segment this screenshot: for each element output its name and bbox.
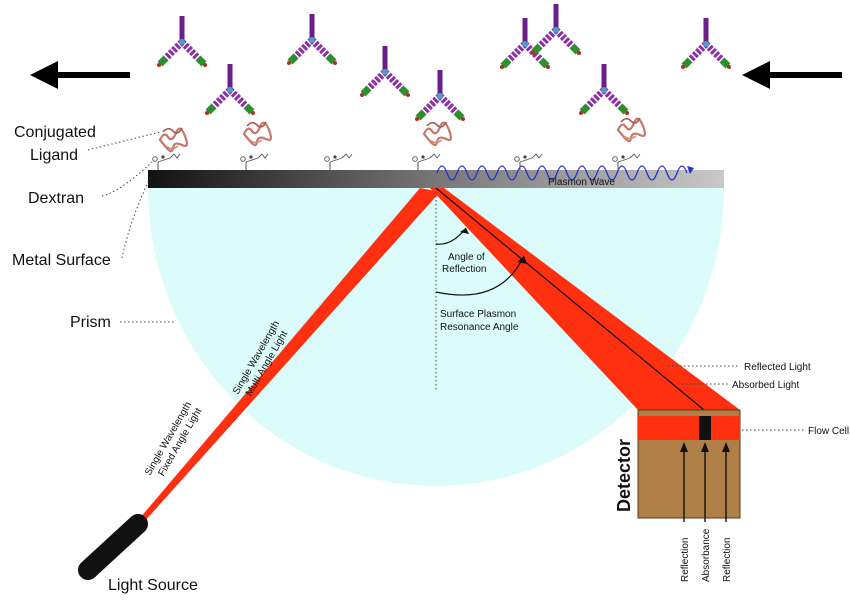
absorbed-light-label: Absorbed Light: [732, 380, 799, 391]
absorbed-light-line: [435, 187, 705, 411]
antibody-icon: [205, 64, 255, 115]
leader-line: [121, 177, 151, 259]
conjugated-ligand-label: Conjugated: [14, 124, 96, 141]
plasmon-wave-arrowhead: [687, 166, 694, 174]
antibody-icon: [681, 18, 731, 69]
flow-cell-label: Flow Cell: [808, 426, 849, 437]
left-arrow-icon: [742, 61, 842, 89]
incident-beam: [134, 188, 440, 525]
svg-text:Reflection: Reflection: [680, 538, 691, 582]
detector-arrows: [680, 442, 730, 522]
ligand-icon: [422, 120, 453, 147]
surface-molecules: [152, 116, 647, 171]
light-source-icon: [78, 514, 148, 580]
antibody-icon: [360, 46, 410, 97]
absorbance-band: [699, 416, 711, 440]
fixed-angle-label: Single Wavelength Fixed Angle Light: [143, 400, 204, 478]
leader-line: [87, 131, 161, 151]
arc-arrowhead: [517, 256, 527, 264]
antibody-icon: [531, 4, 581, 55]
dextran-label: Dextran: [28, 190, 84, 207]
metal-surface-label: Metal Surface: [12, 252, 111, 269]
leader-line: [101, 161, 153, 197]
spr-angle-label-2: Resonance Angle: [440, 322, 519, 333]
dextran-icon: [612, 153, 641, 171]
svg-text:Absorbance: Absorbance: [701, 528, 712, 582]
ligand-icon: [242, 120, 273, 147]
flow-cell: [638, 416, 740, 440]
conjugated-ligand-label-2: Ligand: [30, 147, 78, 164]
antibody-icon: [579, 64, 629, 115]
plasmon-wave: [436, 165, 688, 181]
reflection-label-left: Reflection: [680, 538, 691, 582]
absorbance-label: Absorbance: [701, 528, 712, 582]
antibody-icon: [157, 16, 207, 67]
spr-angle-arc: [435, 255, 525, 296]
ligand-icon: [616, 116, 647, 143]
left-arrow-icon: [30, 61, 130, 89]
spr-angle-label: Surface Plasmon: [440, 309, 516, 320]
reflected-light-label: Reflected Light: [744, 362, 811, 373]
dextran-icon: [324, 153, 353, 171]
svg-text:Reflection: Reflection: [722, 538, 733, 582]
dextran-icon: [412, 153, 441, 171]
dextran-icon: [152, 153, 181, 171]
angle-of-reflection-label: Angle of: [448, 252, 485, 263]
antibody-icon: [415, 70, 465, 121]
ligand-icon: [158, 126, 189, 153]
antibody-icon: [287, 14, 337, 65]
reflection-label-right: Reflection: [722, 538, 733, 582]
light-source-label: Light Source: [108, 577, 198, 594]
angle-of-reflection-label-2: Reflection: [442, 264, 486, 275]
reflected-beam: [430, 188, 740, 410]
antibodies: [157, 4, 731, 121]
dextran-icon: [514, 153, 543, 171]
arc-arrowhead: [460, 228, 469, 234]
metal-surface: [148, 170, 724, 188]
plasmon-wave-label: Plasmon Wave: [548, 177, 615, 188]
detector-label: Detector: [614, 439, 634, 512]
svg-text:Detector: Detector: [614, 439, 634, 512]
dextran-icon: [240, 153, 269, 171]
prism-label: Prism: [70, 314, 111, 331]
